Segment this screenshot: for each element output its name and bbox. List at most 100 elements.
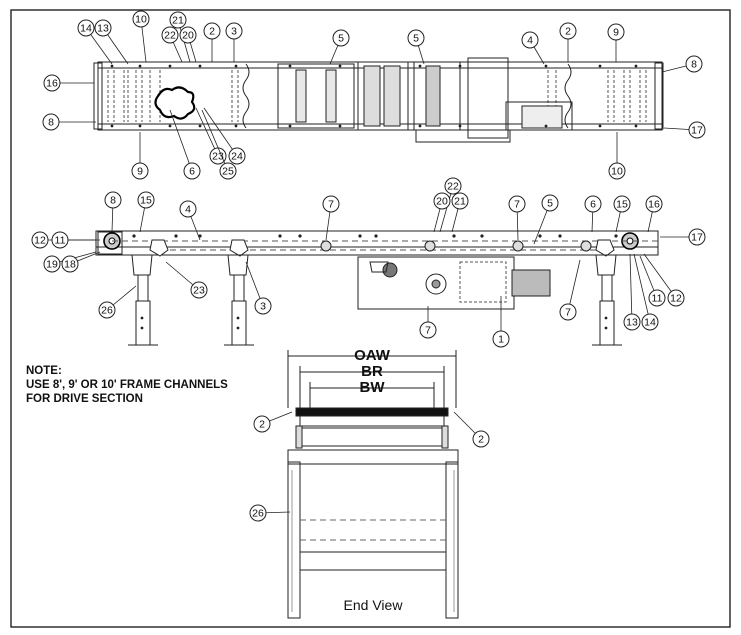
callout-side-11: 11 — [51, 231, 100, 249]
callout-label: 10 — [611, 166, 623, 178]
callout-label: 3 — [231, 26, 237, 38]
callout-label: 8 — [691, 59, 697, 71]
callout-label: 7 — [514, 199, 520, 211]
callout-top-25: 25 — [201, 109, 237, 180]
callout-top-5: 5 — [329, 29, 350, 65]
side-frame — [95, 230, 659, 256]
callout-side-4: 4 — [179, 200, 201, 241]
callout-label: 7 — [425, 325, 431, 337]
callout-label: 2 — [209, 26, 215, 38]
callout-top-2: 2 — [203, 22, 221, 62]
callout-label: 12 — [34, 235, 46, 247]
side-view — [95, 230, 659, 346]
callout-label: 16 — [46, 78, 58, 90]
callout-side-1: 1 — [492, 296, 510, 348]
callout-top-13: 13 — [94, 19, 129, 65]
callout-end-2: 2 — [253, 411, 293, 433]
callout-top-3: 3 — [225, 22, 243, 62]
callout-top-9: 9 — [607, 23, 625, 62]
callout-label: 26 — [101, 305, 113, 317]
dimension-bw: BW — [360, 379, 386, 396]
callout-label: 21 — [454, 196, 466, 208]
callout-side-7: 7 — [559, 259, 581, 321]
callout-label: 4 — [185, 204, 191, 216]
callout-label: 26 — [252, 508, 264, 520]
end-view-caption: End View — [344, 597, 404, 613]
callout-side-16: 16 — [645, 195, 663, 233]
callout-label: 13 — [97, 23, 109, 35]
callout-top-17: 17 — [663, 121, 706, 139]
callout-side-6: 6 — [584, 195, 602, 233]
callout-top-16: 16 — [43, 74, 94, 92]
callout-top-4: 4 — [521, 31, 545, 65]
callout-side-12: 12 — [643, 253, 685, 307]
end-view — [287, 350, 459, 619]
callout-label: 18 — [64, 259, 76, 271]
callout-label: 6 — [590, 199, 596, 211]
callout-side-21: 21 — [451, 192, 469, 233]
callout-label: 2 — [478, 434, 484, 446]
callout-label: 15 — [140, 195, 152, 207]
note-line-2: FOR DRIVE SECTION — [26, 393, 143, 405]
callout-label: 9 — [137, 166, 143, 178]
callout-side-3: 3 — [245, 261, 272, 315]
callout-top-24: 24 — [203, 107, 246, 165]
callout-label: 4 — [527, 35, 533, 47]
callout-top-5: 5 — [407, 29, 425, 65]
callout-label: 17 — [691, 232, 703, 244]
callout-label: 21 — [172, 15, 184, 27]
callout-label: 20 — [436, 196, 448, 208]
side-frame-holes — [132, 234, 618, 330]
callout-label: 5 — [338, 33, 344, 45]
callout-label: 12 — [670, 293, 682, 305]
callout-label: 25 — [222, 166, 234, 178]
callout-side-26: 26 — [98, 285, 137, 319]
dimension-br: BR — [361, 363, 383, 380]
callout-side-17: 17 — [660, 228, 706, 246]
callout-label: 8 — [110, 195, 116, 207]
callout-side-7: 7 — [419, 306, 437, 339]
callout-side-15: 15 — [613, 195, 631, 233]
callout-side-11: 11 — [639, 255, 666, 307]
callout-label: 23 — [193, 285, 205, 297]
callout-side-18: 18 — [61, 251, 101, 273]
callout-label: 6 — [189, 166, 195, 178]
callout-label: 8 — [48, 117, 54, 129]
callout-top-8: 8 — [42, 113, 96, 131]
callout-label: 22 — [447, 181, 459, 193]
callout-side-15: 15 — [137, 191, 155, 233]
callout-label: 16 — [648, 199, 660, 211]
callout-label: 14 — [644, 317, 656, 329]
callout-side-7: 7 — [508, 195, 526, 241]
support-legs — [128, 254, 622, 346]
callout-label: 20 — [182, 30, 194, 42]
callout-label: 15 — [616, 199, 628, 211]
top-view — [93, 57, 664, 143]
callout-top-10: 10 — [132, 10, 150, 63]
callout-label: 24 — [231, 151, 243, 163]
callout-side-8: 8 — [104, 191, 122, 233]
callout-label: 10 — [135, 14, 147, 26]
callout-top-8: 8 — [661, 55, 703, 73]
callout-label: 1 — [498, 334, 504, 346]
callout-label: 7 — [328, 199, 334, 211]
callout-top-14: 14 — [77, 19, 113, 65]
callout-label: 19 — [46, 259, 58, 271]
callout-side-7: 7 — [322, 195, 340, 241]
callout-end-2: 2 — [453, 411, 490, 448]
page-border — [10, 9, 731, 628]
callout-label: 2 — [565, 26, 571, 38]
callout-label: 9 — [613, 27, 619, 39]
callout-label: 5 — [547, 198, 553, 210]
dimension-oaw: OAW — [354, 347, 391, 364]
callout-label: 5 — [413, 33, 419, 45]
note-line-1: USE 8', 9' OR 10' FRAME CHANNELS — [26, 379, 228, 391]
callout-label: 17 — [691, 125, 703, 137]
callout-label: 13 — [626, 317, 638, 329]
callout-top-2: 2 — [559, 22, 577, 62]
callout-top-10: 10 — [608, 132, 626, 180]
callout-side-20: 20 — [433, 192, 451, 233]
callout-label: 14 — [80, 23, 92, 35]
